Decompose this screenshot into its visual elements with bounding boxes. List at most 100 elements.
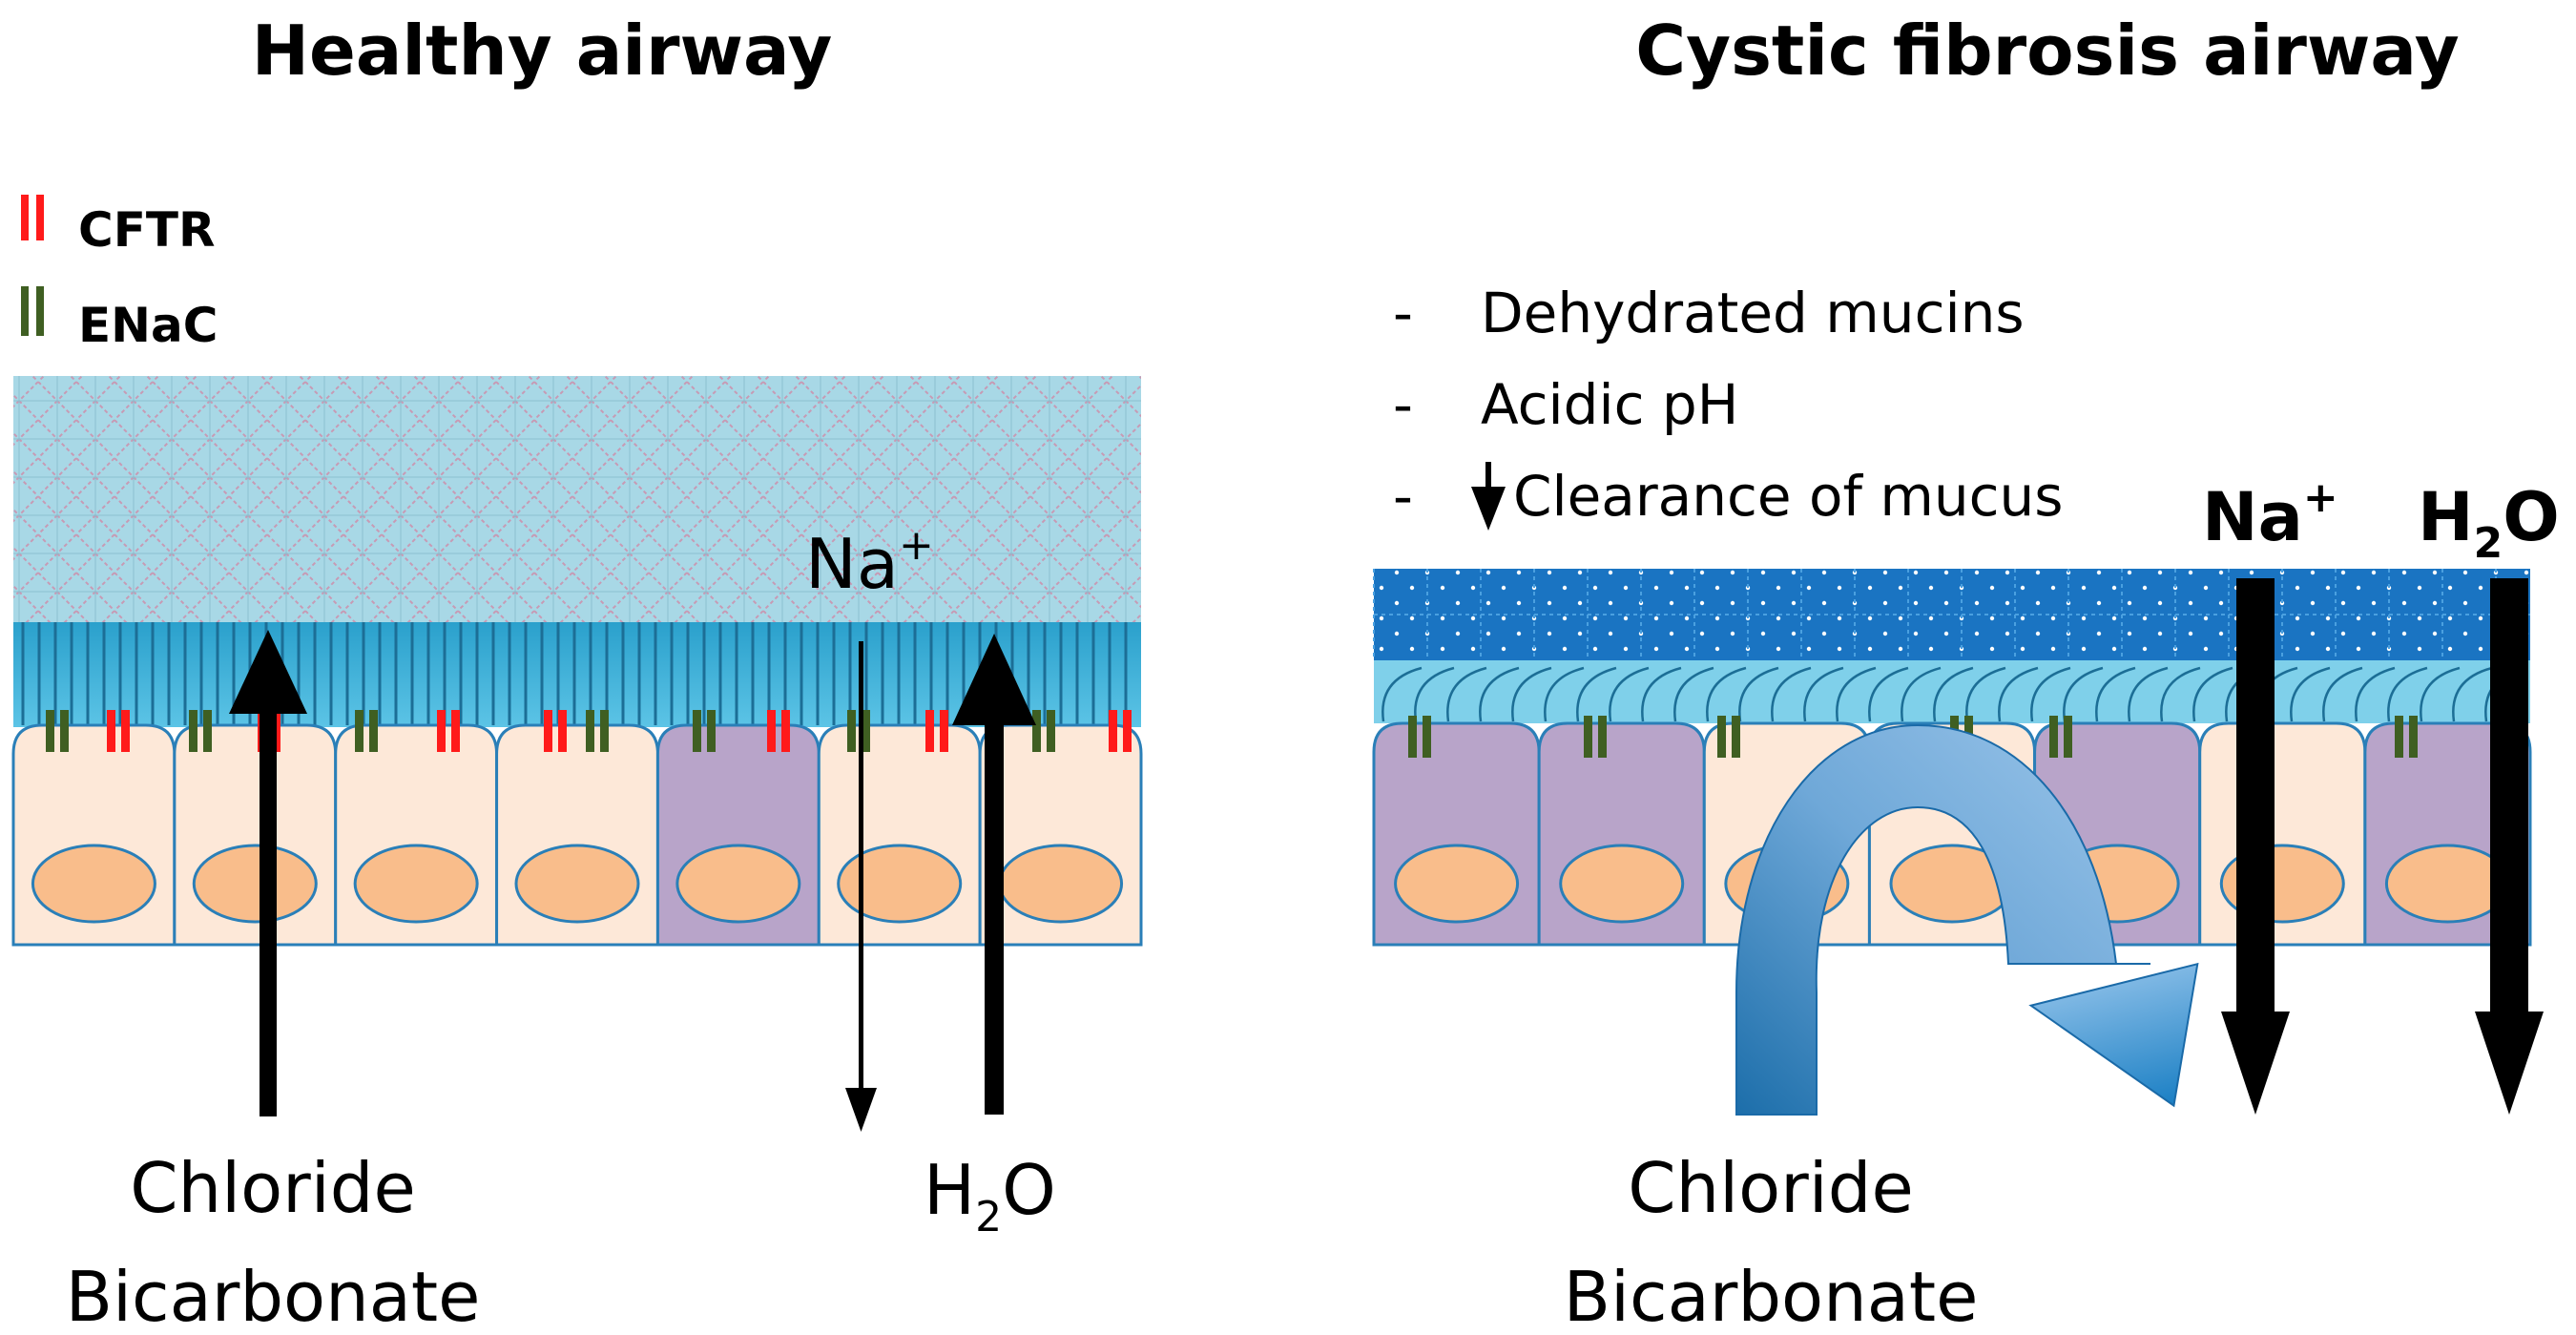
enac-channel xyxy=(2049,716,2072,758)
cftr-channel xyxy=(1109,710,1132,752)
cell-nucleus xyxy=(353,844,479,924)
healthy-cell xyxy=(334,723,499,947)
cell-nucleus xyxy=(1559,844,1685,924)
cf-mucus-grid xyxy=(1373,569,2530,660)
cf-bullet-dash-1: - xyxy=(1393,281,1413,345)
flattened-cilium xyxy=(2095,666,2136,722)
cell-nucleus xyxy=(837,844,963,924)
cf-water-arrow xyxy=(2475,578,2544,1115)
cftr-legend-swatch xyxy=(21,195,29,240)
cf-chloride-label: Chloride xyxy=(1628,1148,1914,1228)
cf-mucus-layer xyxy=(1374,569,2530,660)
flattened-cilium xyxy=(2322,666,2363,722)
flattened-cilium xyxy=(2387,666,2428,722)
flattened-cilium xyxy=(1836,666,1877,722)
cf-bullet-2: Acidic pH xyxy=(1481,372,1738,437)
enac-channel xyxy=(189,710,212,752)
flattened-cilium xyxy=(2290,666,2331,722)
cell-nucleus xyxy=(514,844,640,924)
cell-nucleus xyxy=(998,844,1124,924)
healthy-water-arrow xyxy=(952,634,1036,1115)
flattened-cilium xyxy=(1803,666,1844,722)
healthy-sodium-arrow xyxy=(845,641,877,1132)
healthy-mucus-layer xyxy=(13,376,1141,622)
cf-na-label: Na+ xyxy=(2202,473,2338,556)
healthy-cell xyxy=(11,723,177,947)
flattened-cilium xyxy=(1511,666,1552,722)
flattened-cilium xyxy=(2420,666,2461,722)
enac-legend-label: ENaC xyxy=(78,298,218,353)
healthy-cilia xyxy=(21,622,1128,725)
flattened-cilium xyxy=(2128,666,2169,722)
cftr-legend-swatch-2 xyxy=(36,195,44,240)
cell-nucleus xyxy=(31,844,156,924)
healthy-cell xyxy=(817,723,982,947)
cf-bullet-dash-2: - xyxy=(1393,372,1413,437)
flattened-cilium xyxy=(1381,666,1423,722)
enac-channel xyxy=(1408,716,1431,758)
cftr-channel xyxy=(767,710,790,752)
down-arrow-icon xyxy=(1471,462,1506,531)
enac-channel xyxy=(693,710,716,752)
cf-bullet-dash-3: - xyxy=(1393,464,1413,529)
flattened-cilium xyxy=(1609,666,1650,722)
flattened-cilium xyxy=(2452,666,2493,722)
cf-bicarbonate-label: Bicarbonate xyxy=(1564,1257,1979,1335)
enac-channel xyxy=(1584,716,1607,758)
healthy-epithelial-cells xyxy=(11,723,1143,947)
cf-cell xyxy=(1537,721,1706,947)
enac-channel xyxy=(847,710,870,752)
flattened-cilium xyxy=(1479,666,1520,722)
healthy-channels xyxy=(46,710,1132,752)
cf-bullet-1: Dehydrated mucins xyxy=(1481,281,2025,345)
healthy-airway-panel: Healthy airway CFTR ENaC xyxy=(11,10,1143,1335)
cell-nucleus xyxy=(1394,844,1520,924)
flattened-cilium xyxy=(1641,666,1682,722)
healthy-title: Healthy airway xyxy=(252,10,833,91)
enac-legend-swatch-2 xyxy=(36,286,44,336)
cf-flattened-cilia xyxy=(1381,666,2525,722)
healthy-cell xyxy=(978,723,1143,947)
flattened-cilium xyxy=(2160,666,2201,722)
healthy-cell xyxy=(495,723,659,947)
flattened-cilium xyxy=(1414,666,1455,722)
healthy-bicarbonate-label: Bicarbonate xyxy=(66,1257,481,1335)
cf-bullet-list: - Dehydrated mucins - Acidic pH - Cleara… xyxy=(1393,281,2063,531)
cftr-legend-label: CFTR xyxy=(78,202,215,258)
flattened-cilium xyxy=(1673,666,1714,722)
flattened-cilium xyxy=(1446,666,1487,722)
flattened-cilium xyxy=(1576,666,1617,722)
healthy-na-label: Na+ xyxy=(805,521,934,604)
cf-bullet-3: Clearance of mucus xyxy=(1513,464,2063,529)
healthy-water-label: H2O xyxy=(924,1150,1056,1241)
enac-legend-swatch xyxy=(21,286,29,336)
flattened-cilium xyxy=(1544,666,1585,722)
cell-nucleus xyxy=(192,844,318,924)
cf-cell xyxy=(1372,721,1541,947)
flattened-cilium xyxy=(1965,666,2006,722)
enac-channel xyxy=(355,710,378,752)
cf-chloride-curved-arrow xyxy=(1735,723,2199,1116)
flattened-cilium xyxy=(2192,666,2233,722)
cftr-channel xyxy=(107,710,130,752)
cf-airway-panel: Cystic fibrosis airway - Dehydrated muci… xyxy=(1372,10,2560,1335)
enac-channel xyxy=(586,710,609,752)
flattened-cilium xyxy=(1738,666,1779,722)
legend: CFTR ENaC xyxy=(21,195,218,353)
flattened-cilium xyxy=(2030,666,2071,722)
flattened-cilium xyxy=(2355,666,2396,722)
cf-water-label: H2O xyxy=(2418,478,2560,568)
cftr-channel xyxy=(544,710,567,752)
flattened-cilium xyxy=(1998,666,2039,722)
flattened-cilium xyxy=(1706,666,1747,722)
cf-title: Cystic fibrosis airway xyxy=(1635,10,2459,91)
healthy-cell xyxy=(173,723,338,947)
cftr-channel xyxy=(925,710,948,752)
cf-cilia-layer xyxy=(1374,660,2530,723)
flattened-cilium xyxy=(1933,666,1974,722)
flattened-cilium xyxy=(2063,666,2104,722)
healthy-chloride-arrow xyxy=(229,630,307,1116)
enac-channel xyxy=(46,710,69,752)
flattened-cilium xyxy=(1901,666,1942,722)
